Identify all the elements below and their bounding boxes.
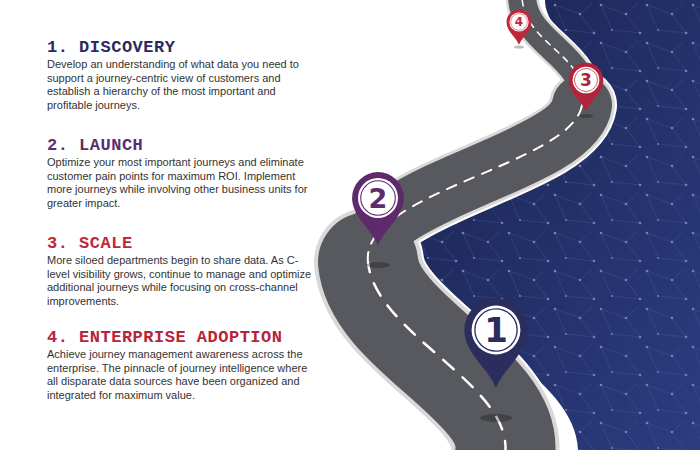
callout-number: 2 <box>351 171 405 225</box>
stage-description: Achieve journey management awareness acr… <box>47 348 319 402</box>
callout-number: 4 <box>506 9 532 35</box>
stage-description: Develop an understanding of what data yo… <box>47 58 319 112</box>
callout-number: 1 <box>463 297 529 363</box>
map-pin: 4 <box>506 9 532 45</box>
map-pin: 2 <box>351 171 405 247</box>
stage-description: More siloed departments begin to share d… <box>47 254 319 308</box>
map-pin: 1 <box>463 297 529 389</box>
road <box>368 0 583 450</box>
map-pin: 3 <box>568 62 604 112</box>
stage-description: Optimize your most important journeys an… <box>47 156 319 210</box>
stage-heading: 1. DISCOVERY <box>47 38 175 57</box>
stage-heading: 2. LAUNCH <box>47 136 143 155</box>
callout-number: 3 <box>568 62 604 98</box>
stage-heading: 4. ENTERPRISE ADOPTION <box>47 328 282 347</box>
stage-heading: 3. SCALE <box>47 234 133 253</box>
pin-shadows <box>366 46 593 423</box>
